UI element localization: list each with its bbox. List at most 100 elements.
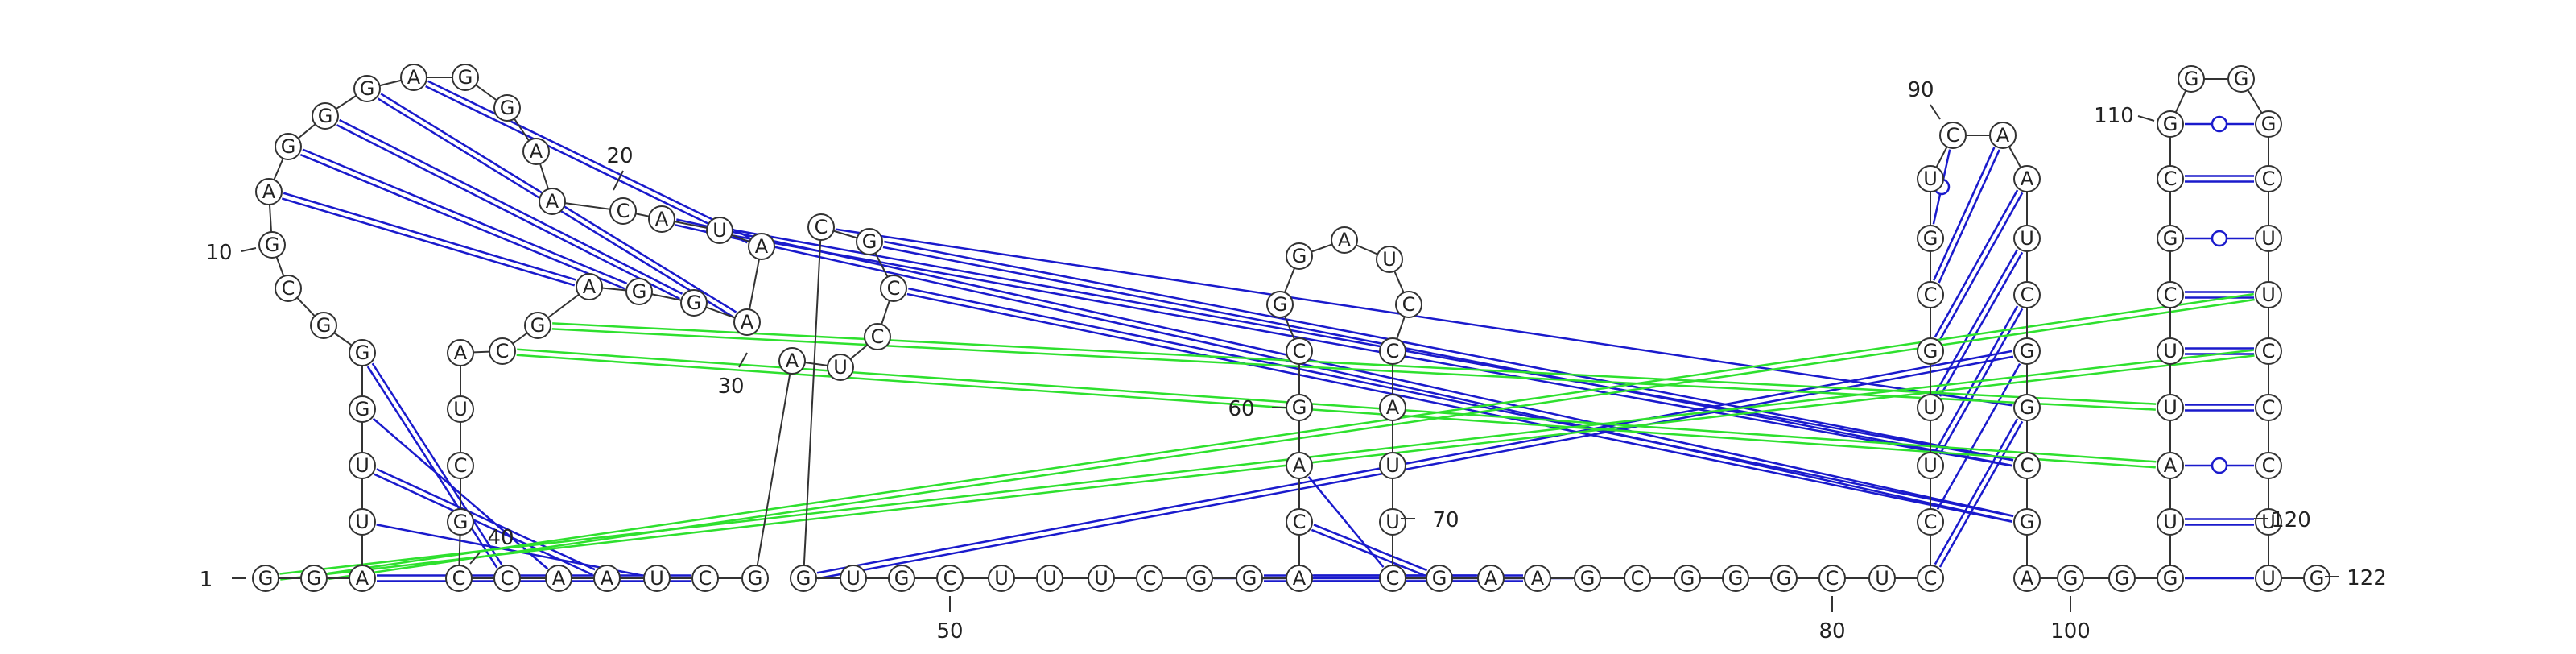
base-pair-109-114 bbox=[2185, 175, 2254, 183]
nucleotide-23: A bbox=[748, 233, 775, 260]
nucleotide-letter: G bbox=[687, 292, 702, 314]
nucleotide-letter: C bbox=[871, 325, 885, 348]
nucleotide-68: A bbox=[1379, 394, 1406, 421]
nucleotide-letter: U bbox=[1385, 454, 1400, 477]
position-label-70: 70 bbox=[1432, 508, 1459, 532]
nucleotide-52: U bbox=[1036, 565, 1063, 592]
base-pair-15-23 bbox=[425, 80, 750, 244]
nucleotide-5: U bbox=[349, 452, 376, 479]
nucleotide-11: A bbox=[255, 178, 283, 205]
base-pair-22-97 bbox=[733, 229, 2014, 467]
nucleotide-letter: C bbox=[1386, 340, 1400, 362]
position-label-30: 30 bbox=[717, 375, 744, 399]
pseudoknot-pair-29-104 bbox=[516, 348, 2157, 469]
nucleotide-letter: A bbox=[454, 341, 468, 364]
nucleotide-letter: A bbox=[741, 311, 754, 333]
nucleotide-85: U bbox=[1917, 394, 1944, 421]
position-label-90: 90 bbox=[1907, 78, 1934, 102]
nucleotide-letter: C bbox=[1293, 340, 1307, 362]
nucleotide-101: G bbox=[2108, 565, 2136, 592]
nucleotide-letter: A bbox=[786, 350, 799, 372]
nucleotide-26: G bbox=[625, 278, 653, 305]
nucleotide-121: U bbox=[2255, 565, 2282, 592]
nucleotide-letter: G bbox=[360, 77, 375, 100]
nucleotide-letter: U bbox=[355, 511, 369, 533]
nucleotide-16: G bbox=[452, 64, 479, 91]
nucleotide-letter: U bbox=[1923, 396, 1938, 419]
base-pair-105-118 bbox=[2185, 404, 2254, 412]
nucleotide-110: G bbox=[2157, 110, 2184, 138]
nucleotide-104: A bbox=[2157, 452, 2184, 479]
nucleotide-letter: C bbox=[2262, 454, 2276, 477]
nucleotide-67: C bbox=[1379, 337, 1406, 365]
nucleotide-letter: C bbox=[2262, 396, 2276, 419]
nucleotide-letter: G bbox=[2163, 567, 2178, 590]
nucleotide-116: U bbox=[2255, 281, 2282, 308]
nucleotide-105: U bbox=[2157, 394, 2184, 421]
nucleotide-letter: G bbox=[2310, 567, 2325, 590]
base-pair-21-98 bbox=[675, 218, 2014, 523]
nucleotide-91: A bbox=[1989, 122, 2017, 149]
nucleotide-letter: C bbox=[454, 454, 468, 477]
nucleotide-letter: G bbox=[2234, 68, 2249, 90]
nucleotide-89: U bbox=[1917, 165, 1944, 192]
nucleotide-letter: A bbox=[755, 235, 769, 258]
position-label-10: 10 bbox=[205, 241, 232, 265]
base-pair-59-71 bbox=[1307, 476, 1385, 568]
nucleotide-letter: G bbox=[894, 567, 910, 590]
nucleotide-letter: A bbox=[1484, 567, 1498, 590]
nucleotide-letter: A bbox=[530, 140, 543, 163]
nucleotide-109: C bbox=[2157, 165, 2184, 192]
nucleotide-letter: G bbox=[748, 567, 763, 590]
nucleotide-letter: U bbox=[2163, 340, 2178, 362]
nucleotide-43: C bbox=[864, 323, 891, 350]
nucleotide-70: U bbox=[1379, 508, 1406, 536]
nucleotide-letter: G bbox=[2184, 68, 2199, 90]
nucleotide-letter: C bbox=[1924, 511, 1938, 533]
nucleotide-letter: A bbox=[1531, 567, 1545, 590]
nucleotide-111: G bbox=[2178, 65, 2205, 93]
nucleotide-letter: C bbox=[1924, 284, 1938, 306]
nucleotide-letter: G bbox=[1432, 567, 1447, 590]
nucleotide-letter: C bbox=[1826, 567, 1839, 590]
nucleotide-84: U bbox=[1917, 452, 1944, 479]
nucleotide-letter: U bbox=[846, 567, 861, 590]
nucleotide-letter: G bbox=[355, 398, 370, 420]
nucleotide-1: G bbox=[252, 565, 279, 592]
nucleotide-letter: G bbox=[1680, 567, 1695, 590]
nucleotide-107: C bbox=[2157, 281, 2184, 308]
nucleotide-79: G bbox=[1770, 565, 1798, 592]
nucleotide-15: A bbox=[400, 64, 427, 91]
nucleotide-letter: C bbox=[617, 200, 630, 222]
nucleotide-letter: C bbox=[282, 277, 295, 300]
nucleotide-8: G bbox=[310, 312, 337, 339]
nucleotide-letter: G bbox=[2063, 567, 2079, 590]
nucleotide-10: G bbox=[258, 231, 286, 259]
nucleotide-95: G bbox=[2013, 337, 2041, 365]
nucleotide-21: A bbox=[648, 205, 675, 233]
base-pair-47-95 bbox=[816, 350, 2014, 580]
nucleotide-7: G bbox=[349, 339, 376, 366]
position-label-layer: 1 10 20 30 40 50 60 70 80 90 100 110 120… bbox=[200, 78, 2387, 644]
nucleotide-19: A bbox=[539, 188, 566, 215]
nucleotide-3: A bbox=[349, 565, 376, 592]
nucleotide-letter: G bbox=[1273, 293, 1288, 316]
nucleotide-letter: C bbox=[452, 567, 466, 590]
nucleotide-letter: A bbox=[552, 567, 566, 590]
nucleotide-87: C bbox=[1917, 281, 1944, 308]
nucleotide-letter: U bbox=[712, 219, 727, 242]
nucleotide-102: G bbox=[2157, 565, 2184, 592]
nucleotide-letter: C bbox=[815, 216, 828, 238]
nucleotide-75: G bbox=[1574, 565, 1601, 592]
nucleotide-115: U bbox=[2255, 225, 2282, 252]
nucleotide-46: C bbox=[807, 213, 835, 241]
nucleotide-40: G bbox=[741, 565, 769, 592]
nucleotide-86: G bbox=[1917, 337, 1944, 365]
nucleotide-letter: A bbox=[1338, 229, 1352, 251]
nucleotide-letter: U bbox=[1875, 567, 1889, 590]
position-label-80: 80 bbox=[1818, 619, 1845, 644]
nucleotide-71: C bbox=[1379, 565, 1406, 592]
nucleotide-letter: G bbox=[1292, 245, 1307, 267]
nucleotide-14: G bbox=[353, 75, 381, 102]
